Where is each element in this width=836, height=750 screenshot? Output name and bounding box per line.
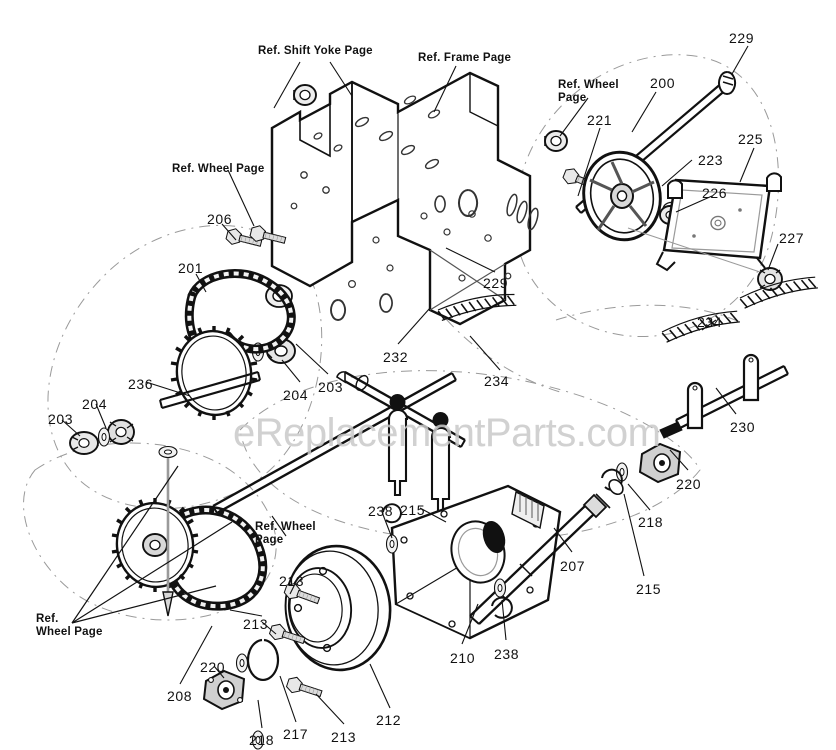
bearing-flange-220-bottom xyxy=(202,669,246,711)
bushing-cluster-203-204-left xyxy=(69,419,135,455)
reference-label-ref-frame: Ref. Frame Page xyxy=(418,52,512,64)
callout-c-226: 226 xyxy=(702,185,728,201)
callout-c-213-c: 213 xyxy=(331,729,357,745)
brake-drum-212 xyxy=(284,544,392,672)
bushing-214-top-left xyxy=(293,84,317,106)
callout-c-200: 200 xyxy=(650,75,676,91)
seal-217-washer-218 xyxy=(235,638,280,750)
callout-c-213-a: 213 xyxy=(279,573,305,589)
axle-bracket-230 xyxy=(659,353,789,439)
sprocket-208 xyxy=(111,445,199,617)
washers-215-238-bottom xyxy=(382,503,513,619)
reference-label-ref-wheel-mid: Ref. Wheel Page xyxy=(255,521,316,546)
callout-c-215-right: 215 xyxy=(636,581,662,597)
callout-c-238-mid: 238 xyxy=(368,503,394,519)
callout-c-201: 201 xyxy=(178,260,204,276)
bearing-flange-220-right xyxy=(601,442,682,491)
callout-c-221: 221 xyxy=(587,112,613,128)
main-frame-plate xyxy=(270,71,532,326)
callout-c-210: 210 xyxy=(450,650,476,666)
callout-c-215-mid: 215 xyxy=(400,502,426,518)
shift-forks-215 xyxy=(387,394,452,515)
reference-label-ref-shift-yoke: Ref. Shift Yoke Page xyxy=(258,45,373,57)
retainer-229-top xyxy=(718,71,737,95)
callout-c-213-b: 213 xyxy=(243,616,269,632)
reference-label-ref-wheel-left: Ref. Wheel Page xyxy=(172,163,265,175)
callout-c-208: 208 xyxy=(167,688,193,704)
callout-c-204-mid: 204 xyxy=(283,387,309,403)
callout-c-203-mid: 203 xyxy=(318,379,344,395)
callout-c-234-mid: 234 xyxy=(484,373,510,389)
output-shaft-207 xyxy=(469,478,624,625)
callout-c-232: 232 xyxy=(383,349,409,365)
callout-c-238-bottom: 238 xyxy=(494,646,520,662)
reference-label-ref-wheel-bottom-left: Ref. Wheel Page xyxy=(36,613,103,638)
callout-c-212: 212 xyxy=(376,712,402,728)
callout-c-218-right: 218 xyxy=(638,514,664,530)
leader-lines xyxy=(61,45,779,729)
callout-c-220-bottom: 220 xyxy=(200,659,226,675)
callout-c-203-left: 203 xyxy=(48,411,74,427)
callout-c-227: 227 xyxy=(779,230,805,246)
callout-c-229-top: 229 xyxy=(729,30,755,46)
pulley-223 xyxy=(582,150,662,242)
bushing-221-right xyxy=(544,130,601,195)
frame-plate-holes xyxy=(290,95,539,321)
callout-c-220-right: 220 xyxy=(676,476,702,492)
differential-housing-210 xyxy=(390,484,562,640)
cone-ref-lines xyxy=(71,465,233,624)
cover-plate-225 xyxy=(627,172,782,273)
callout-c-229-mid: 229 xyxy=(483,275,509,291)
sprocket-236 xyxy=(159,326,261,420)
callout-c-225: 225 xyxy=(738,131,764,147)
callout-c-230: 230 xyxy=(730,419,756,435)
callout-c-207: 207 xyxy=(560,558,586,574)
callout-c-234-right: 234 xyxy=(697,314,723,330)
callout-c-223: 223 xyxy=(698,152,724,168)
callout-c-204-left: 204 xyxy=(82,396,108,412)
callout-c-236: 236 xyxy=(128,376,154,392)
callout-c-217: 217 xyxy=(283,726,309,742)
callout-c-218-bottom: 218 xyxy=(249,732,275,748)
phantom-outlines xyxy=(23,54,780,621)
reference-label-ref-wheel-top-right: Ref. Wheel Page xyxy=(558,79,619,104)
callout-c-206: 206 xyxy=(207,211,233,227)
